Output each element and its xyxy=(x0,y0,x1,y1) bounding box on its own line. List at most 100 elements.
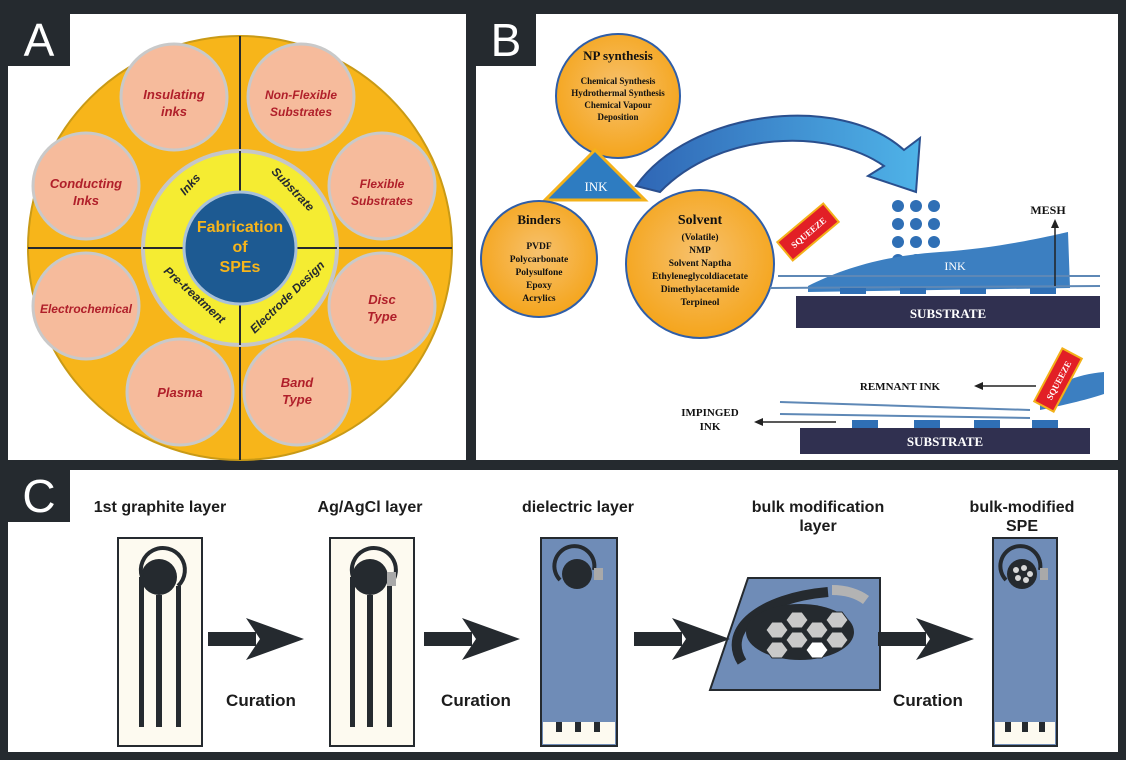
svg-text:Band: Band xyxy=(281,375,315,390)
svg-text:Flexible: Flexible xyxy=(360,177,405,191)
arrow-left-icon xyxy=(754,418,763,426)
print-dot xyxy=(960,288,986,294)
curation-label-2: Curation xyxy=(441,691,511,710)
panel-b-diagram: NP synthesis Chemical Synthesis Hydrothe… xyxy=(480,33,1104,454)
solvent-circle: Solvent (Volatile) NMP Solvent Naptha Et… xyxy=(625,189,775,339)
svg-text:Type: Type xyxy=(282,392,312,407)
substrate-lower xyxy=(800,428,1090,454)
curation-label-3: Curation xyxy=(893,691,963,710)
svg-text:Deposition: Deposition xyxy=(597,112,638,122)
svg-text:Disc: Disc xyxy=(368,292,396,307)
squeeze-blade-lower: SQUEEZE xyxy=(1032,346,1084,414)
step-label-graphite: 1st graphite layer xyxy=(94,499,227,516)
svg-text:Polysulfone: Polysulfone xyxy=(516,268,563,278)
np-synthesis-circle: NP synthesis Chemical Synthesis Hydrothe… xyxy=(555,33,681,159)
circle-plasma: Plasma xyxy=(125,337,235,447)
arrow-up-icon xyxy=(1051,219,1059,228)
svg-text:Polycarbonate: Polycarbonate xyxy=(510,255,569,265)
step-label-agcl: Ag/AgCl layer xyxy=(318,499,423,516)
substrate-label-upper: SUBSTRATE xyxy=(910,306,986,321)
electrode-bulk-modification xyxy=(708,577,881,691)
svg-text:Non-Flexible: Non-Flexible xyxy=(265,88,337,102)
electrode-dielectric xyxy=(540,537,618,747)
center-label-1: Fabrication xyxy=(197,219,283,236)
print-dot xyxy=(900,288,926,294)
svg-text:Chemical Vapour: Chemical Vapour xyxy=(584,100,651,110)
svg-text:B: B xyxy=(491,14,522,66)
center-circle xyxy=(182,190,298,306)
impinged-label-1: IMPINGED xyxy=(681,407,739,419)
print-dot xyxy=(840,288,866,294)
mesh-line-4 xyxy=(779,413,1031,419)
svg-text:Plasma: Plasma xyxy=(157,385,203,400)
svg-text:A: A xyxy=(24,14,55,66)
svg-text:C: C xyxy=(22,470,55,522)
svg-text:Epoxy: Epoxy xyxy=(526,281,552,291)
svg-text:Substrates: Substrates xyxy=(351,194,413,208)
panel-a-letter: A xyxy=(8,14,70,66)
step-label-spe-2: SPE xyxy=(1006,518,1038,535)
squeeze-blade-upper: SQUEEZE xyxy=(775,202,841,262)
mesh-line-3 xyxy=(779,401,1031,411)
svg-text:Insulating: Insulating xyxy=(143,87,204,102)
print-dot xyxy=(914,420,940,428)
mesh-label: MESH xyxy=(1030,203,1066,217)
print-setup-upper: INK SUBSTRATE SQUEEZE MESH xyxy=(769,202,1101,328)
circle-electrochemical: Electrochemical xyxy=(31,251,141,361)
step-label-bulk-2: layer xyxy=(799,518,836,535)
svg-text:Conducting: Conducting xyxy=(50,176,122,191)
binders-circle: Binders PVDF Polycarbonate Polysulfone E… xyxy=(480,200,598,318)
svg-text:Type: Type xyxy=(367,309,397,324)
electrode-graphite xyxy=(117,537,203,747)
center-label-3: SPEs xyxy=(220,259,261,276)
svg-text:Acrylics: Acrylics xyxy=(522,294,556,304)
electrode-bulk-modified-spe xyxy=(992,537,1058,747)
svg-text:Hydrothermal Synthesis: Hydrothermal Synthesis xyxy=(571,88,665,98)
panel-b-letter: B xyxy=(476,14,536,66)
svg-text:(Volatile): (Volatile) xyxy=(681,232,718,243)
svg-text:PVDF: PVDF xyxy=(526,242,552,252)
circle-non-flexible-substrates: Non-Flexible Substrates xyxy=(246,42,356,152)
print-dot xyxy=(1030,288,1056,294)
svg-text:Substrates: Substrates xyxy=(270,105,332,119)
circle-conducting-inks: Conducting Inks xyxy=(31,131,141,241)
svg-text:Terpineol: Terpineol xyxy=(681,298,720,308)
svg-text:Electrochemical: Electrochemical xyxy=(40,302,133,316)
svg-text:Inks: Inks xyxy=(73,193,99,208)
svg-text:Solvent: Solvent xyxy=(678,213,723,228)
substrate-label-lower: SUBSTRATE xyxy=(907,434,983,449)
circle-disc-type: Disc Type xyxy=(327,251,437,361)
curved-arrow-icon xyxy=(634,114,922,194)
print-setup-lower: SUBSTRATE SQUEEZE REMNANT INK IMPINGED I… xyxy=(681,346,1104,454)
circle-insulating-inks: Insulating inks xyxy=(119,42,229,152)
ink-on-mesh-label: INK xyxy=(944,259,966,273)
mesh-line-2 xyxy=(769,285,1101,289)
svg-text:NP synthesis: NP synthesis xyxy=(583,48,653,63)
step-label-spe-1: bulk-modified xyxy=(970,499,1075,516)
curation-label-1: Curation xyxy=(226,691,296,710)
step-label-dielectric: dielectric layer xyxy=(522,499,634,516)
impinged-label-2: INK xyxy=(700,421,721,433)
svg-text:NMP: NMP xyxy=(689,246,711,256)
circle-flexible-substrates: Flexible Substrates xyxy=(327,131,437,241)
print-dot xyxy=(974,420,1000,428)
circle-band-type: Band Type xyxy=(242,337,352,447)
svg-text:Ethyleneglycoldiacetate: Ethyleneglycoldiacetate xyxy=(652,272,748,282)
remnant-label: REMNANT INK xyxy=(860,381,941,393)
substrate-upper xyxy=(796,296,1100,328)
svg-text:inks: inks xyxy=(161,104,187,119)
svg-text:Chemical Synthesis: Chemical Synthesis xyxy=(581,76,656,86)
panel-c-letter: C xyxy=(8,470,70,522)
print-dot xyxy=(1032,420,1058,428)
arrow-right-icon xyxy=(208,618,304,660)
svg-text:Solvent Naptha: Solvent Naptha xyxy=(669,259,732,269)
print-dot xyxy=(852,420,878,428)
svg-text:Binders: Binders xyxy=(517,212,560,227)
arrow-right-icon xyxy=(634,618,730,660)
panel-a-wheel: Insulating inks Non-Flexible Substrates … xyxy=(27,35,453,461)
svg-text:INK: INK xyxy=(584,179,608,194)
electrode-agcl xyxy=(329,537,415,747)
panel-c-diagram: 1st graphite layer Ag/AgCl layer dielect… xyxy=(94,499,1075,747)
arrow-left-icon xyxy=(974,382,983,390)
arrow-right-icon xyxy=(424,618,520,660)
